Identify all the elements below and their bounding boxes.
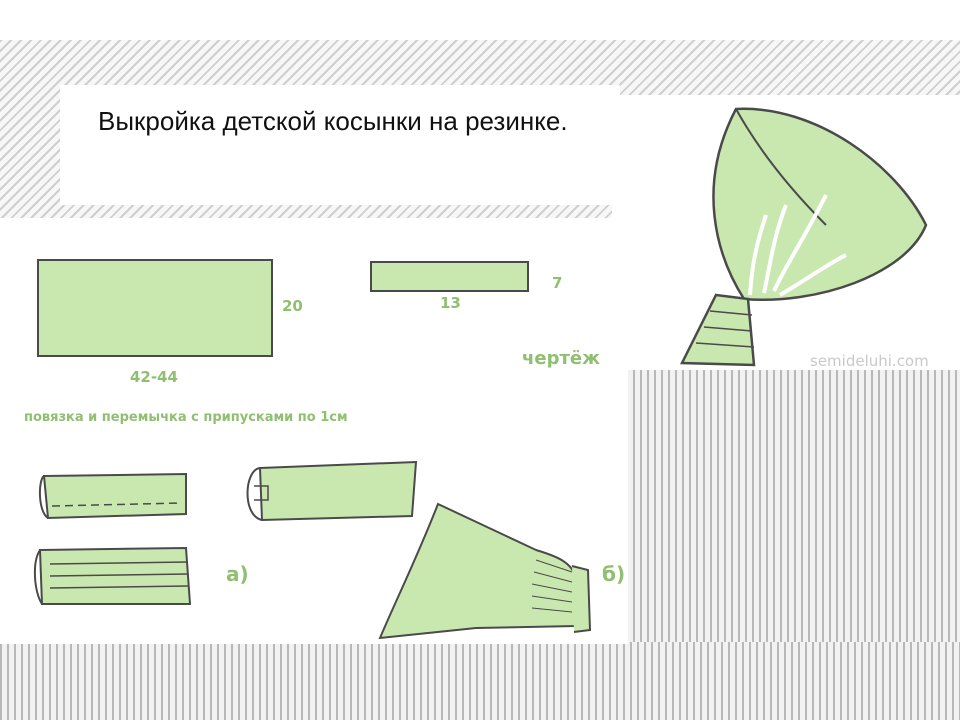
band-width-label: 42-44 xyxy=(130,368,178,386)
folded-band-illustration xyxy=(38,472,187,520)
strap-pattern-rect xyxy=(370,261,529,292)
strap-height-label: 7 xyxy=(552,274,563,292)
background-top-fade xyxy=(0,0,960,40)
watermark-text: semideluhi.com xyxy=(810,352,929,370)
background-stripes-bottom xyxy=(0,642,960,720)
step-a-label: а) xyxy=(226,562,249,586)
folded-band-ends-illustration xyxy=(246,460,418,522)
band-pattern-rect xyxy=(37,259,273,357)
step-b-label: б) xyxy=(602,562,626,586)
finished-headscarf-illustration xyxy=(680,107,928,367)
drawing-label: чертёж xyxy=(522,348,601,369)
strap-width-label: 13 xyxy=(440,294,461,312)
band-height-label: 20 xyxy=(282,297,303,315)
title-panel xyxy=(60,85,620,205)
folded-strap-illustration xyxy=(34,546,192,605)
slide-title: Выкройка детской косынки на резинке. xyxy=(98,106,568,136)
allowance-note: повязка и перемычка с припусками по 1см xyxy=(24,410,348,425)
gathered-scarf-illustration xyxy=(378,502,592,640)
